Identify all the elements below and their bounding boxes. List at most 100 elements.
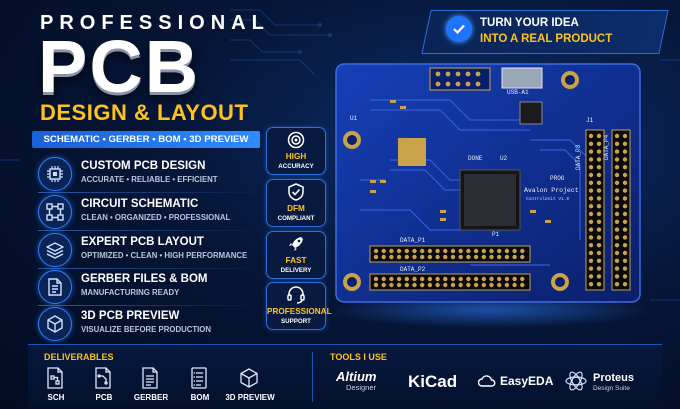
header-pin	[614, 258, 620, 263]
pcb-board-illustration: USB-A1 U1 DONE U2 Avalon Project Control…	[330, 63, 650, 328]
header-pin	[443, 276, 448, 282]
feature-title: EXPERT PCB LAYOUT	[81, 236, 204, 248]
header-pin	[497, 248, 502, 254]
header-pin	[596, 172, 602, 178]
gerber-file-icon	[142, 367, 158, 389]
header-pin	[614, 172, 620, 178]
kicad-ki: Ki	[408, 372, 425, 391]
header-subtitle: DESIGN & LAYOUT	[40, 100, 249, 125]
header-pin	[504, 282, 510, 288]
bom-file-icon	[191, 367, 207, 389]
header-pin	[404, 282, 409, 288]
header-pin	[373, 282, 379, 288]
header-pin	[458, 276, 463, 282]
header-pin	[614, 227, 620, 232]
header-pin	[520, 248, 525, 254]
header-pin	[404, 276, 409, 282]
feature-title: CUSTOM PCB DESIGN	[81, 160, 206, 172]
easyeda-text: EasyEDA	[500, 374, 554, 388]
header-pin	[466, 254, 471, 260]
header-pin	[381, 254, 386, 260]
header-pin	[481, 248, 486, 254]
header-pin	[596, 180, 602, 185]
header-pin	[489, 276, 494, 282]
badge-subtitle: COMPLIANT	[277, 215, 315, 222]
header-pin	[588, 133, 594, 139]
header-pin	[443, 254, 448, 260]
header-pin	[481, 276, 486, 282]
feature-pcb-layout: EXPERT PCB LAYOUT OPTIMIZED • CLEAN • HI…	[38, 233, 268, 267]
header-pin	[504, 254, 510, 260]
header-pin	[412, 254, 417, 260]
header-pin	[622, 204, 628, 209]
header-pin	[588, 282, 594, 287]
header-pin	[622, 274, 628, 279]
prog-label: PROG	[550, 175, 565, 182]
header-pin	[596, 235, 602, 240]
header-pin	[435, 282, 440, 288]
header-pin	[435, 248, 440, 254]
header-pin	[520, 276, 525, 282]
header-pin	[614, 243, 620, 248]
feature-custom-pcb: CUSTOM PCB DESIGN ACCURATE • RELIABLE • …	[38, 157, 268, 191]
header-pin	[588, 172, 594, 178]
header-pin	[622, 282, 628, 287]
feature-title: CIRCUIT SCHEMATIC	[81, 198, 199, 210]
altium-logo-text: Altium	[336, 369, 377, 384]
header-pin	[622, 235, 628, 240]
deliverable-bom: BOM	[180, 367, 220, 403]
header-pin	[614, 141, 620, 146]
header-pin	[458, 254, 463, 260]
header-pin	[622, 250, 628, 256]
deliverable-pcb: PCB	[84, 367, 124, 403]
deliverable-sch: SCH	[36, 367, 76, 403]
divider	[38, 305, 263, 306]
done-label: DONE	[468, 155, 483, 162]
rocket-icon	[289, 237, 303, 251]
shield-check-icon	[288, 183, 304, 201]
header-pin	[622, 219, 628, 224]
header-pin	[596, 243, 602, 248]
header-pin	[396, 276, 402, 282]
header-pin	[588, 258, 594, 263]
header-pin	[512, 282, 517, 288]
badge-fast-delivery: FAST DELIVERY	[266, 231, 326, 279]
header-pin	[614, 157, 620, 162]
header-pin	[588, 180, 594, 185]
p1-label: P1	[492, 231, 500, 238]
pcb-file-icon	[95, 367, 111, 389]
header-pin	[497, 254, 502, 260]
header-pin	[396, 282, 402, 288]
header-pin	[588, 219, 594, 224]
header-pin	[373, 276, 379, 282]
header-pin	[596, 141, 602, 146]
header-pin	[614, 250, 620, 256]
deliverable-label: SCH	[47, 393, 65, 402]
header-pin	[381, 282, 386, 288]
file-icon	[38, 270, 72, 304]
feature-desc: CLEAN • ORGANIZED • PROFESSIONAL	[81, 213, 231, 222]
header-pin	[420, 254, 425, 260]
header-pin	[588, 196, 594, 201]
chip-icon	[38, 157, 72, 191]
cube-icon	[38, 307, 72, 341]
header-pin	[396, 248, 402, 254]
header-pin	[504, 248, 510, 254]
header-pin	[473, 248, 479, 254]
header-pin	[420, 282, 425, 288]
badge-title: HIGH	[285, 152, 307, 161]
header-pin	[596, 133, 602, 139]
header-pin	[596, 250, 602, 256]
header-pin	[596, 266, 602, 271]
header-pin	[596, 188, 602, 193]
altium-sub: Designer	[346, 383, 377, 392]
header-pin	[588, 157, 594, 162]
j1-label: J1	[586, 117, 594, 124]
header-pin	[427, 282, 433, 288]
header-pin	[489, 248, 494, 254]
header-pin	[614, 188, 620, 193]
project-label: Avalon Project	[524, 187, 579, 194]
feature-title: 3D PCB PREVIEW	[81, 310, 180, 322]
header-pin	[381, 248, 386, 254]
